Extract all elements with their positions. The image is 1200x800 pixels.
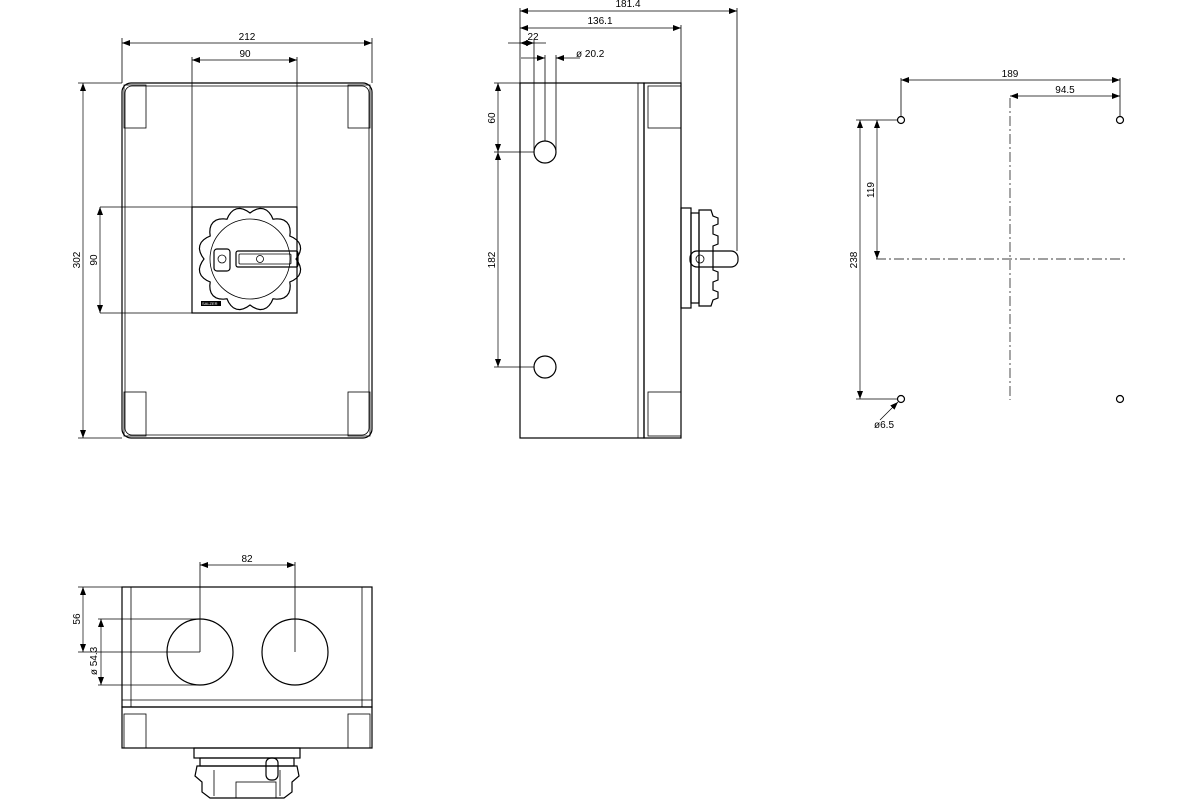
side-view: 181.4 136.1 22 ø 20.2 60 182 bbox=[487, 0, 739, 439]
dim-hole-diameter-6-5: ø6.5 bbox=[874, 420, 894, 431]
dim-vertical-60: 60 bbox=[487, 112, 498, 124]
hole-pattern-view: 189 94.5 119 238 ø6.5 bbox=[849, 69, 1125, 431]
knob-handle bbox=[235, 250, 299, 268]
dim-hole-height-238: 238 bbox=[849, 251, 860, 268]
dim-width-212: 212 bbox=[239, 32, 256, 43]
bottom-body bbox=[121, 586, 373, 708]
dim-hole-spacing-189: 189 bbox=[1002, 69, 1019, 80]
bottom-lid bbox=[121, 706, 373, 749]
dim-width-90: 90 bbox=[239, 49, 251, 60]
rotary-knob bbox=[198, 207, 302, 311]
dim-depth-181-4: 181.4 bbox=[615, 0, 640, 10]
dim-entry-diameter-54-3: ø 54.3 bbox=[89, 646, 100, 675]
dim-height-302: 302 bbox=[72, 251, 83, 268]
side-lid bbox=[643, 82, 682, 439]
dim-hole-half-height-119: 119 bbox=[866, 182, 877, 198]
front-enclosure-outline bbox=[121, 82, 373, 439]
bottom-lid-cover-left bbox=[123, 713, 147, 749]
corner-cover-bl bbox=[123, 391, 147, 437]
handle-lock-icon bbox=[256, 255, 264, 263]
bottom-view: 82 56 ø 54.3 bbox=[72, 554, 373, 799]
corner-cover-tl bbox=[123, 84, 147, 129]
dim-depth-136-1: 136.1 bbox=[587, 16, 612, 27]
mount-hole-br bbox=[1115, 394, 1125, 404]
mount-hole-tl bbox=[896, 115, 906, 125]
side-lid-top-cover bbox=[647, 85, 682, 129]
mount-hole-bl bbox=[896, 394, 906, 404]
brand-label-text: SALZER bbox=[202, 301, 218, 306]
dim-offset-22: 22 bbox=[527, 32, 539, 43]
side-cable-entry-top bbox=[533, 140, 557, 164]
side-body bbox=[519, 82, 645, 439]
corner-cover-br bbox=[347, 391, 371, 437]
bottom-lid-cover-right bbox=[347, 713, 371, 749]
brand-label bbox=[201, 301, 221, 306]
front-enclosure-inner bbox=[124, 85, 370, 436]
dim-height-90: 90 bbox=[89, 254, 100, 266]
dim-vertical-182: 182 bbox=[487, 251, 498, 268]
dim-diameter-20-2: ø 20.2 bbox=[576, 49, 605, 60]
bottom-knob bbox=[193, 747, 301, 799]
corner-cover-tr bbox=[347, 84, 371, 129]
mount-hole-tr bbox=[1115, 115, 1125, 125]
dim-entry-spacing-82: 82 bbox=[241, 554, 253, 565]
dim-hole-half-spacing-94-5: 94.5 bbox=[1055, 85, 1075, 96]
switch-plate bbox=[191, 206, 298, 314]
padlock-tab bbox=[213, 248, 231, 272]
side-cable-entry-bottom bbox=[533, 355, 557, 379]
front-view: SALZER 212 90 302 90 bbox=[72, 32, 373, 439]
side-knob bbox=[680, 207, 739, 309]
dim-entry-height-56: 56 bbox=[72, 613, 83, 625]
side-lid-bottom-cover bbox=[647, 391, 682, 437]
